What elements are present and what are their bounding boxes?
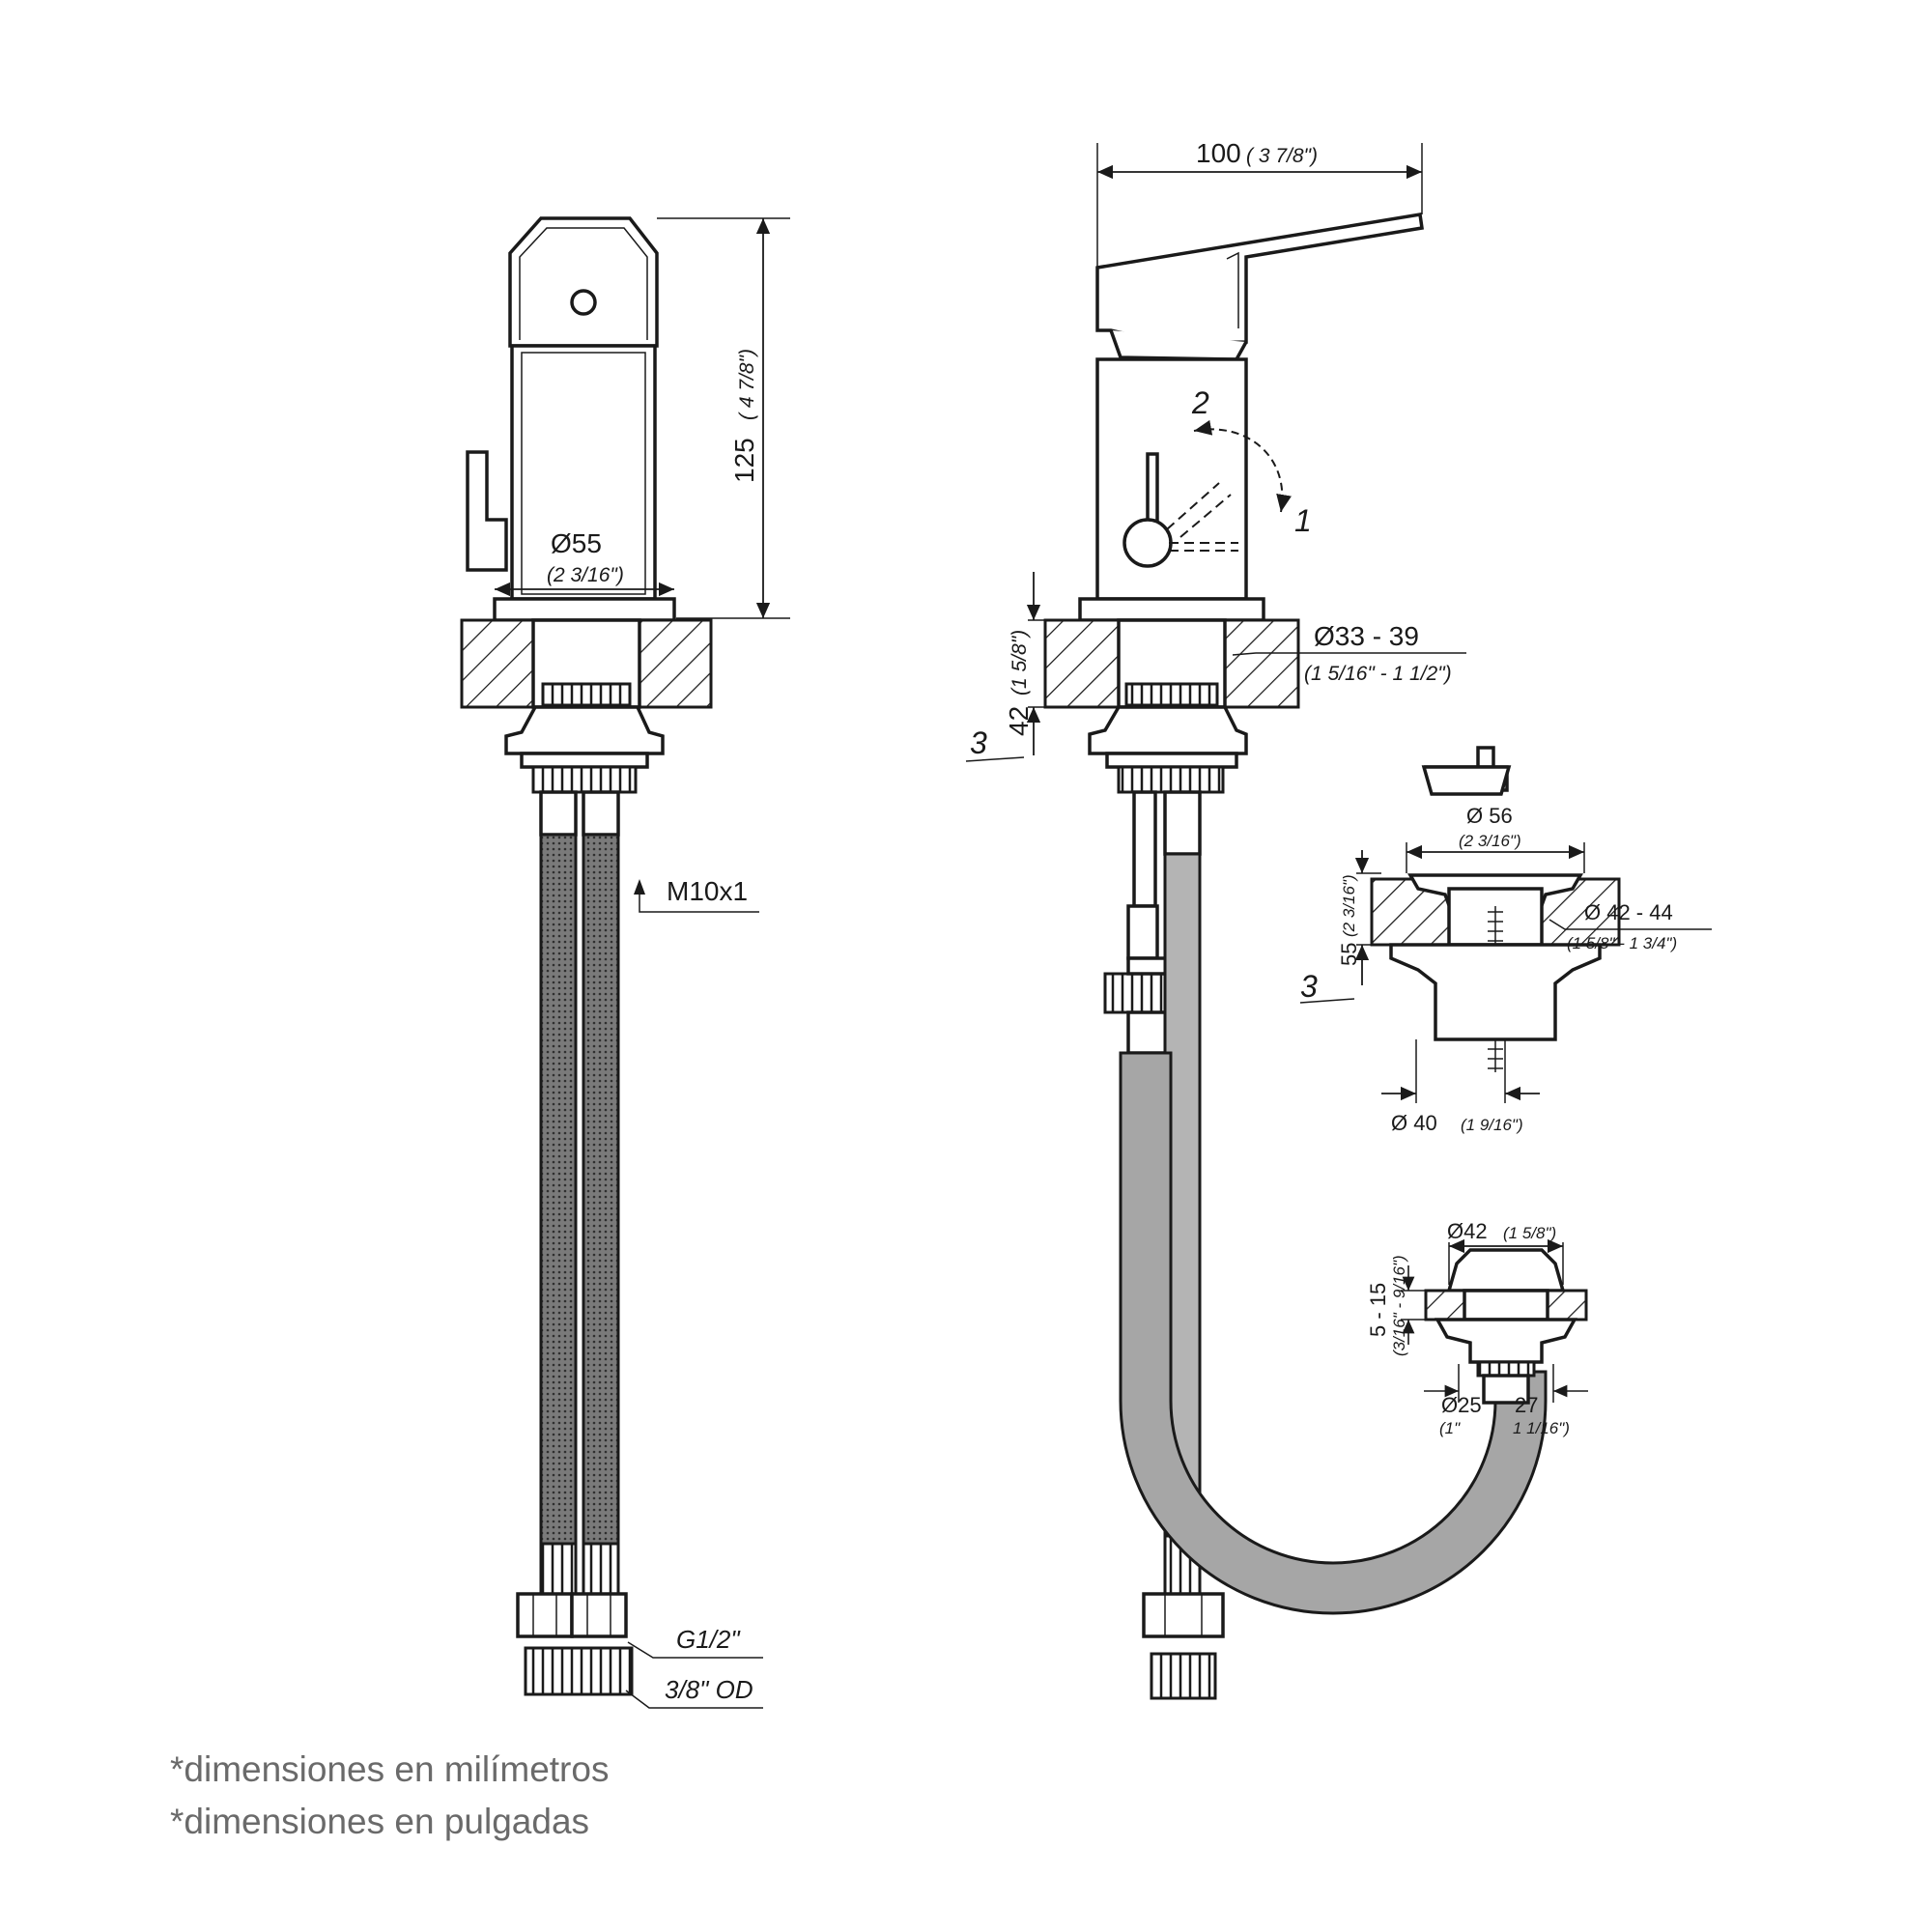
diameter-dim-label: Ø55 <box>551 528 602 558</box>
valve-thickness-dim: 5 - 15 <box>1366 1283 1390 1337</box>
drain-hose <box>1119 1051 1548 1615</box>
valve-top-dim-in: (1 5/8") <box>1503 1224 1556 1242</box>
note-mm: *dimensiones en milímetros <box>170 1749 609 1789</box>
faucet-body <box>510 344 657 601</box>
lever-head <box>508 216 659 348</box>
inlet-nut-2 <box>570 1592 628 1638</box>
hose-fitting-side <box>1150 1652 1217 1700</box>
drain-body <box>1389 943 1602 1041</box>
lever-position-1: 1 <box>1294 503 1312 538</box>
thread-label: M10x1 <box>667 876 748 906</box>
lever-pivot <box>570 289 597 316</box>
valve-thickness-dim-in: (3/16" - 9/16") <box>1390 1255 1408 1356</box>
note-in: *dimensiones en pulgadas <box>170 1802 589 1841</box>
valve-bottom-dim-in: (1" <box>1439 1419 1461 1437</box>
drain-valve-detail: Ø42 (1 5/8") 5 - 15 (3/16" - 9/16") Ø25 … <box>1366 1219 1588 1437</box>
inlet-nut-1 <box>516 1592 574 1638</box>
lever-handle <box>1095 212 1424 346</box>
inlet-label: G1/2" <box>676 1625 741 1654</box>
popup-hole-dim-in: (1 5/8" - 1 3/4") <box>1567 934 1677 952</box>
height-dim-label-in: ( 4 7/8") <box>736 349 758 420</box>
valve-bottom-dim-in-b: 1 1/16") <box>1513 1419 1570 1437</box>
width-dim-label-in: ( 3 7/8") <box>1246 145 1318 167</box>
valve-cap <box>1446 1248 1566 1293</box>
side-view: 2 1 100 ( 3 7/8") <box>965 138 1548 1700</box>
hose-od-label: 3/8" OD <box>665 1675 753 1704</box>
deck-dim-label: 42 <box>1004 706 1034 736</box>
countertop-right <box>638 618 713 709</box>
diameter-dim-label-in: (2 3/16") <box>547 564 624 586</box>
faucet-body-side <box>1095 357 1248 601</box>
popup-knob <box>466 450 508 572</box>
popup-bottom-dim: Ø 40 <box>1391 1111 1437 1135</box>
countertop-left <box>460 618 535 709</box>
height-dim-label: 125 <box>729 438 759 483</box>
hose-braided-1 <box>539 833 578 1546</box>
popup-drain-detail: Ø 56 (2 3/16") Ø 42 - 44 (1 5/8" - 1 3/4… <box>1299 746 1712 1135</box>
countertop-left-side <box>1043 618 1121 709</box>
popup-hole-dim: Ø 42 - 44 <box>1584 900 1673 924</box>
base-flange <box>493 597 676 622</box>
countertop-right-side <box>1223 618 1300 709</box>
front-view: 125 ( 4 7/8") Ø55 (2 3/16") M10x1 G1/2" … <box>460 216 790 1709</box>
lever-position-2: 2 <box>1191 385 1209 420</box>
popup-top-dim-in: (2 3/16") <box>1459 832 1521 850</box>
popup-height-dim-in: (2 3/16") <box>1340 874 1358 937</box>
valve-tail <box>1482 1374 1530 1405</box>
popup-bottom-dim-in: (1 9/16") <box>1461 1116 1523 1134</box>
mounting-nut-side <box>1088 705 1248 755</box>
min-dim-label: 3 <box>970 725 987 760</box>
deck-dim-label-in: (1 5/8") <box>1009 630 1031 696</box>
popup-height-dim: 55 <box>1337 943 1361 966</box>
width-dim-label: 100 <box>1196 138 1241 168</box>
popup-top-dim: Ø 56 <box>1466 804 1513 828</box>
hole-dim-label: Ø33 - 39 <box>1314 621 1419 651</box>
mounting-nut <box>504 705 665 755</box>
hose-braided-2 <box>582 833 620 1546</box>
hose-fitting <box>524 1646 634 1696</box>
valve-bottom-dim-b: 27 <box>1515 1393 1538 1417</box>
valve-top-dim: Ø42 <box>1447 1219 1488 1243</box>
popup-knob-side <box>1122 518 1173 568</box>
popup-min-dim: 3 <box>1300 969 1318 1004</box>
hole-dim-label-in: (1 5/16" - 1 1/2") <box>1304 663 1452 685</box>
valve-bottom-dim: Ø25 <box>1441 1393 1482 1417</box>
